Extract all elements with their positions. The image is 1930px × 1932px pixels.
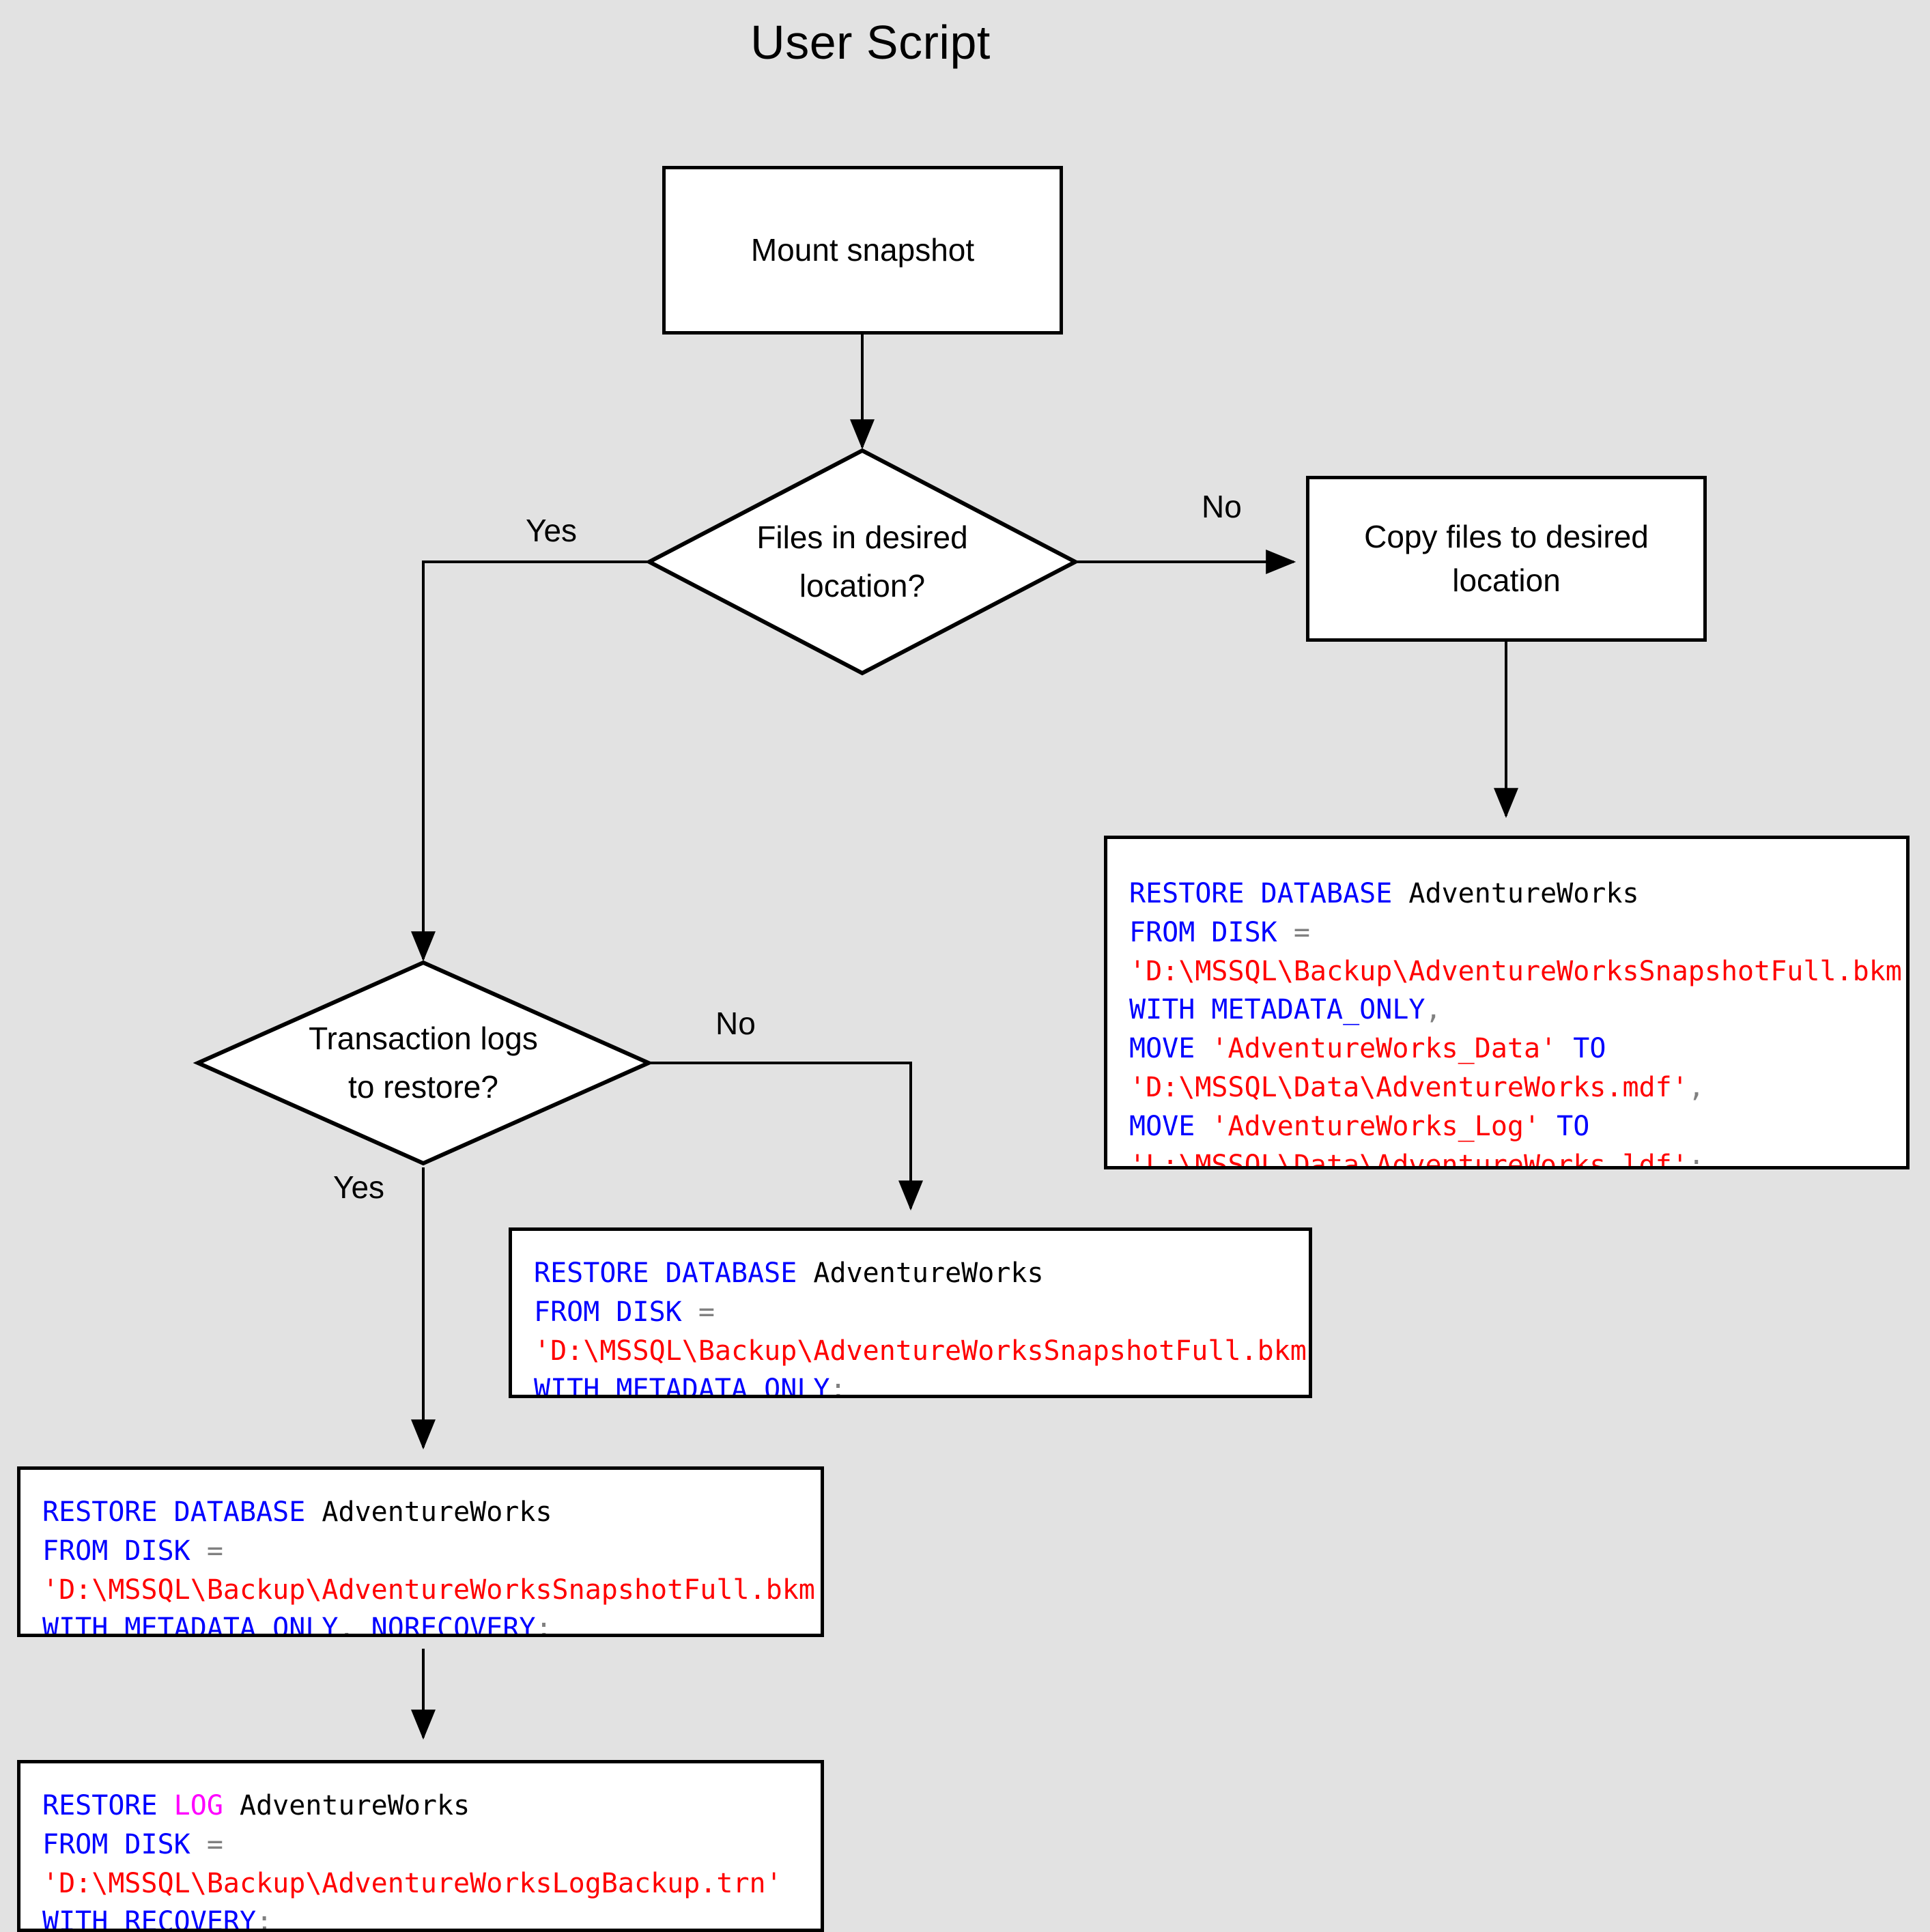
code-line: WITH METADATA_ONLY, NORECOVERY; [42,1613,552,1637]
code-line: 'D:\MSSQL\Backup\AdventureWorksSnapshotF… [1129,955,1910,987]
code-line: 'D:\MSSQL\Backup\AdventureWorksLogBackup… [42,1867,782,1899]
node-copy-files-label: Copy files to desired location [1364,519,1649,598]
edge-label-files-yes: Yes [526,513,578,548]
node-mount-snapshot-label: Mount snapshot [750,231,975,268]
code-line: FROM DISK = [534,1296,715,1328]
edge-label-files-no: No [1202,489,1242,524]
code-line: 'D:\MSSQL\Data\AdventureWorks.mdf', [1129,1071,1705,1103]
edge-label-logs-yes: Yes [333,1169,385,1205]
node-mount-snapshot[interactable]: Mount snapshot [662,166,1063,335]
code-line: RESTORE DATABASE AdventureWorks [534,1258,1044,1289]
code-line: FROM DISK = [42,1535,223,1567]
code-line: 'L:\MSSQL\Data\AdventureWorks.ldf'; [1129,1149,1705,1169]
code-line: FROM DISK = [1129,916,1310,948]
page-title: User Script [750,16,991,69]
decision-files-in-desired-location [644,448,1080,676]
node-copy-files-to-desired-location[interactable]: Copy files to desired location [1306,476,1707,642]
edge-files-yes-to-logs [411,560,649,962]
code-line: MOVE 'AdventureWorks_Log' TO [1129,1110,1590,1142]
code-line: FROM DISK = [42,1828,223,1860]
code-line: RESTORE LOG AdventureWorks [42,1790,470,1821]
code-line: MOVE 'AdventureWorks_Data' TO [1129,1033,1606,1065]
code-line: RESTORE DATABASE AdventureWorks [42,1496,552,1528]
code-line: WITH METADATA_ONLY; [534,1374,847,1398]
code-line: 'D:\MSSQL\Backup\AdventureWorksSnapshotF… [42,1574,824,1606]
edge-logs-no-to-metadata [649,1062,923,1211]
code-line: WITH RECOVERY; [42,1906,273,1932]
decision-transaction-logs-to-restore [193,960,654,1166]
code-line: 'D:\MSSQL\Backup\AdventureWorksSnapshotF… [534,1335,1312,1367]
edge-label-logs-no: No [715,1006,756,1041]
code-line: RESTORE DATABASE AdventureWorks [1129,878,1639,909]
code-line: WITH METADATA_ONLY, [1129,994,1442,1026]
